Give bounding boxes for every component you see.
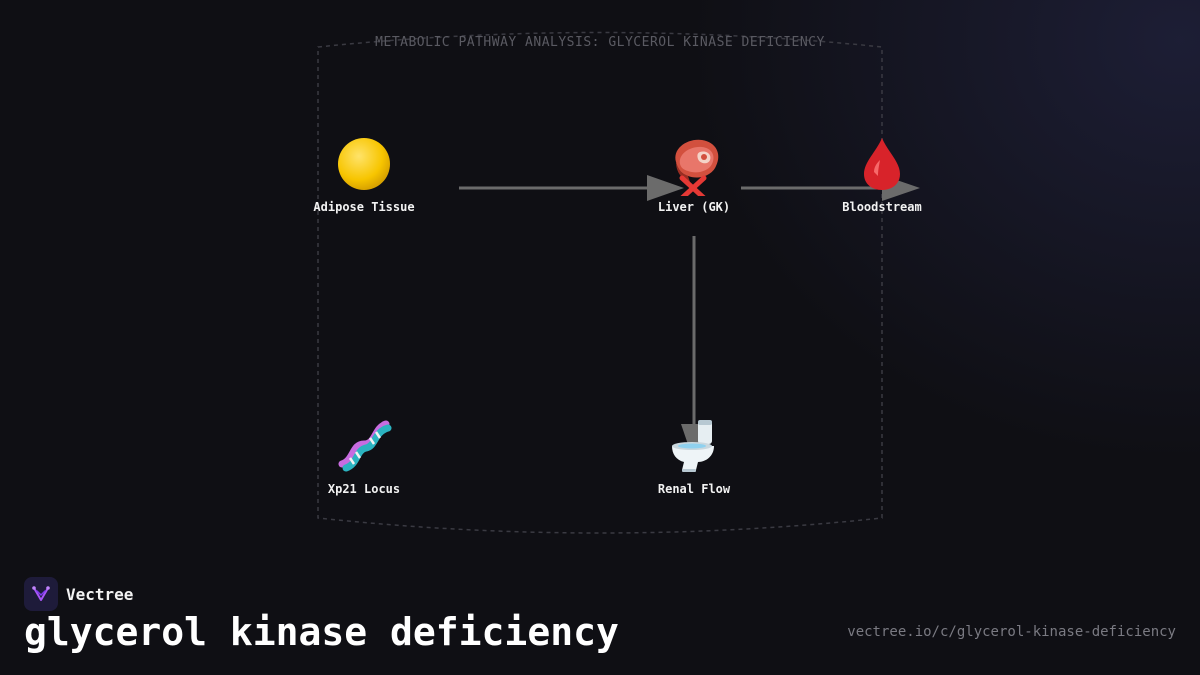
diagram-frame-title: METABOLIC PATHWAY ANALYSIS: GLYCEROL KIN… [375, 35, 825, 50]
page-url[interactable]: vectree.io/c/glycerol-kinase-deficiency [847, 624, 1176, 640]
node-adipose-tissue: Adipose Tissue [284, 132, 444, 214]
meat-icon [675, 139, 719, 196]
node-xp21-locus: Xp21 Locus [284, 414, 444, 496]
vectree-logo-icon [24, 577, 58, 611]
node-label: Liver (GK) [657, 200, 731, 214]
butter-fat-icon [338, 138, 390, 190]
node-liver: Liver (GK) [614, 132, 774, 214]
node-label: Xp21 Locus [327, 482, 401, 496]
node-renal-flow: Renal Flow [614, 414, 774, 496]
edge-adipose-liver-arrowhead [647, 175, 684, 201]
node-bloodstream: Bloodstream [802, 132, 962, 214]
node-label: Bloodstream [842, 200, 922, 214]
page-title: glycerol kinase deficiency [24, 610, 619, 654]
dna-icon [338, 420, 392, 472]
node-label: Renal Flow [657, 482, 731, 496]
brand[interactable]: Vectree [24, 577, 133, 611]
toilet-icon [672, 420, 714, 472]
brand-name: Vectree [66, 584, 134, 604]
diagram-frame [317, 31, 883, 534]
blood-drop-icon [864, 138, 900, 190]
block-mark-icon [679, 175, 707, 196]
node-label: Adipose Tissue [313, 200, 415, 214]
